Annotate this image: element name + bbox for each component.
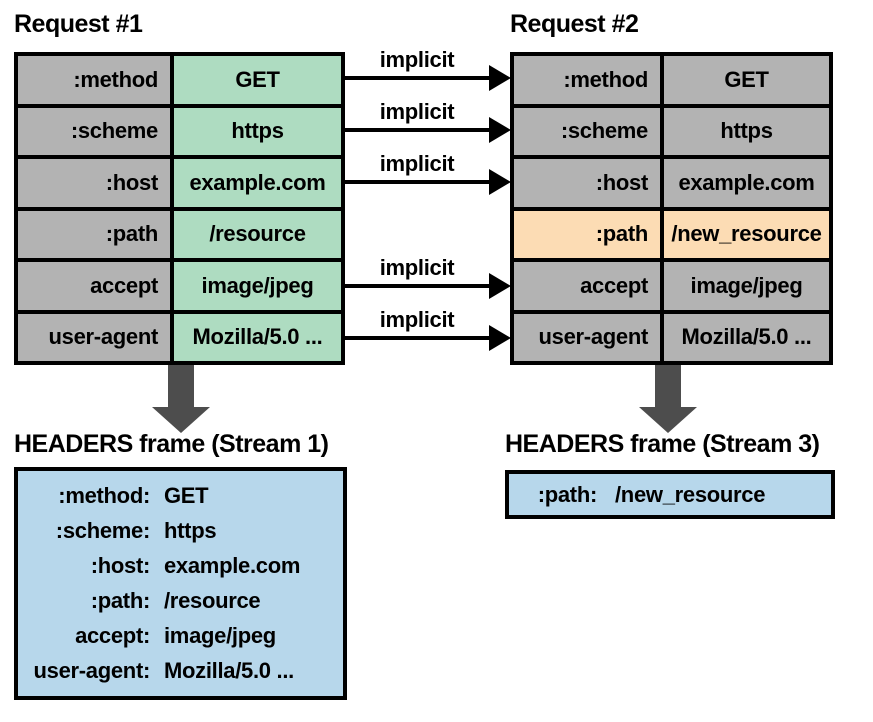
header-value-cell: GET xyxy=(664,56,829,104)
header-name-cell: :method xyxy=(514,56,660,104)
right-arrow-head-icon xyxy=(489,65,511,91)
frame-entry-value: example.com xyxy=(164,552,301,578)
header-name-cell: user-agent xyxy=(18,313,170,361)
right-arrow-head-icon xyxy=(489,325,511,351)
header-value-cell: GET xyxy=(174,56,341,104)
frame-entry-value: https xyxy=(164,517,217,543)
header-value-cell: image/jpeg xyxy=(664,262,829,310)
frame-entry-value: /resource xyxy=(164,588,261,614)
header-name-cell: :path xyxy=(18,210,170,258)
header-name-cell: :method xyxy=(18,56,170,104)
header-value-cell: Mozilla/5.0 ... xyxy=(174,313,341,361)
frame-entry-label: :host: xyxy=(90,552,151,578)
header-name-cell: :host xyxy=(18,159,170,207)
frame-entry-label: :path: xyxy=(90,588,151,614)
request1-header-table: :method GET :scheme https :host example.… xyxy=(14,52,345,365)
right-arrow-head-icon xyxy=(489,169,511,195)
frame1-title: HEADERS frame (Stream 1) xyxy=(14,430,329,458)
implicit-label: implicit xyxy=(379,307,455,332)
request1-title: Request #1 xyxy=(14,10,143,38)
frame-entry-label: :method: xyxy=(58,482,150,508)
header-name-cell-changed: :path xyxy=(514,210,660,258)
request2-title: Request #2 xyxy=(510,10,639,38)
header-name-cell: :scheme xyxy=(18,107,170,155)
frame-entry-value: GET xyxy=(164,482,209,508)
implicit-label: implicit xyxy=(379,255,455,280)
header-name-cell: :host xyxy=(514,159,660,207)
header-name-cell: accept xyxy=(18,262,170,310)
frame1-headers-box: :method: GET :scheme: https :host: examp… xyxy=(14,467,347,700)
header-value-cell: example.com xyxy=(174,159,341,207)
request2-header-table: :method GET :scheme https :host example.… xyxy=(510,52,833,365)
frame-entry-label: user-agent: xyxy=(33,658,151,684)
down-arrow-icon xyxy=(655,365,681,407)
implicit-label: implicit xyxy=(379,99,455,124)
frame-entry-value: Mozilla/5.0 ... xyxy=(164,658,294,684)
implicit-arrow-line xyxy=(345,76,489,80)
header-value-cell: example.com xyxy=(664,159,829,207)
implicit-arrow-line xyxy=(345,180,489,184)
down-arrow-icon xyxy=(168,365,194,407)
implicit-arrow-line xyxy=(345,128,489,132)
implicit-arrow-line xyxy=(345,336,489,340)
header-name-cell: :scheme xyxy=(514,107,660,155)
down-arrow-icon xyxy=(639,407,697,433)
frame-entry-value: image/jpeg xyxy=(164,623,276,649)
header-name-cell: user-agent xyxy=(514,313,660,361)
implicit-label: implicit xyxy=(379,47,455,72)
implicit-label: implicit xyxy=(379,151,455,176)
header-value-cell: /resource xyxy=(174,210,341,258)
header-name-cell: accept xyxy=(514,262,660,310)
header-value-cell: image/jpeg xyxy=(174,262,341,310)
right-arrow-head-icon xyxy=(489,273,511,299)
frame-entry-label: accept: xyxy=(75,623,150,649)
frame-entry-label: :scheme: xyxy=(55,517,151,543)
header-value-cell: Mozilla/5.0 ... xyxy=(664,313,829,361)
header-value-cell: https xyxy=(664,107,829,155)
frame-entry-value: /new_resource xyxy=(615,481,766,507)
right-arrow-head-icon xyxy=(489,117,511,143)
frame2-title: HEADERS frame (Stream 3) xyxy=(505,430,820,458)
header-value-cell: https xyxy=(174,107,341,155)
header-value-cell-changed: /new_resource xyxy=(664,210,829,258)
frame-entry-label: :path: xyxy=(537,481,598,507)
implicit-arrow-line xyxy=(345,284,489,288)
down-arrow-icon xyxy=(152,407,210,433)
frame2-headers-box: :path: /new_resource xyxy=(505,470,835,519)
